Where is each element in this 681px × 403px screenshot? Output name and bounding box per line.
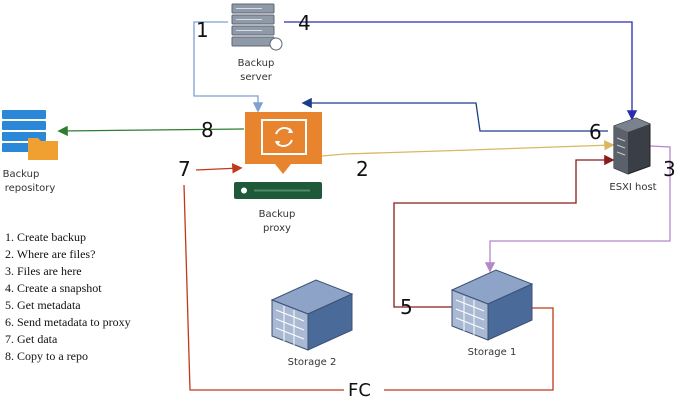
- legend-item-7: 7. Get data: [5, 332, 58, 346]
- esxi-server-icon: [613, 117, 651, 175]
- step-number-1: 1: [196, 18, 209, 42]
- legend-item-6: 6. Send metadata to proxy: [5, 315, 131, 329]
- legend-item-2: 2. Where are files?: [5, 247, 95, 261]
- storage2-label: Storage 2: [288, 357, 337, 368]
- connector-step-7-arrow: [195, 163, 243, 174]
- step-number-6: 6: [589, 120, 602, 144]
- step-number-2: 2: [356, 157, 369, 181]
- connector-step-3: [484, 145, 671, 273]
- connector-step-6: [301, 97, 608, 132]
- connector-step-5: [393, 154, 615, 308]
- legend: 1. Create backup 2. Where are files? 3. …: [5, 230, 131, 363]
- esxi-host-label: ESXI host: [609, 182, 656, 193]
- connector-step-7: [183, 184, 554, 391]
- storage2-icon: [270, 279, 354, 351]
- backup-proxy-icon: [234, 112, 322, 199]
- connector-step-2: [321, 140, 615, 157]
- legend-item-4: 4. Create a snapshot: [5, 281, 102, 295]
- legend-item-3: 3. Files are here: [5, 264, 82, 278]
- backup-proxy-label-line2: proxy: [263, 223, 291, 234]
- step-number-8: 8: [201, 118, 214, 142]
- step-number-5: 5: [400, 295, 413, 319]
- legend-item-5: 5. Get metadata: [5, 298, 81, 312]
- connector-step-4: [284, 21, 638, 121]
- step-number-3: 3: [663, 157, 676, 181]
- legend-item-1: 1. Create backup: [5, 230, 86, 244]
- legend-item-8: 8. Copy to a repo: [5, 349, 88, 363]
- fc-label: FC: [348, 380, 371, 401]
- backup-proxy-label-line1: Backup: [259, 209, 296, 220]
- fc-label-backdrop: [344, 378, 384, 400]
- connector-step-1: [193, 21, 264, 113]
- backup-repository-label-line1: Backup: [3, 169, 40, 180]
- step-number-4: 4: [298, 11, 311, 35]
- backup-server-icon: [231, 3, 283, 51]
- storage1-label: Storage 1: [468, 347, 517, 358]
- storage1-icon: [450, 269, 534, 341]
- backup-repository-label-line2: repository: [5, 183, 56, 194]
- repository-icon: [2, 110, 58, 160]
- step-number-7: 7: [178, 157, 191, 181]
- backup-server-label-line2: server: [240, 72, 273, 83]
- connector-step-8: [57, 125, 245, 137]
- backup-server-label-line1: Backup: [238, 58, 275, 69]
